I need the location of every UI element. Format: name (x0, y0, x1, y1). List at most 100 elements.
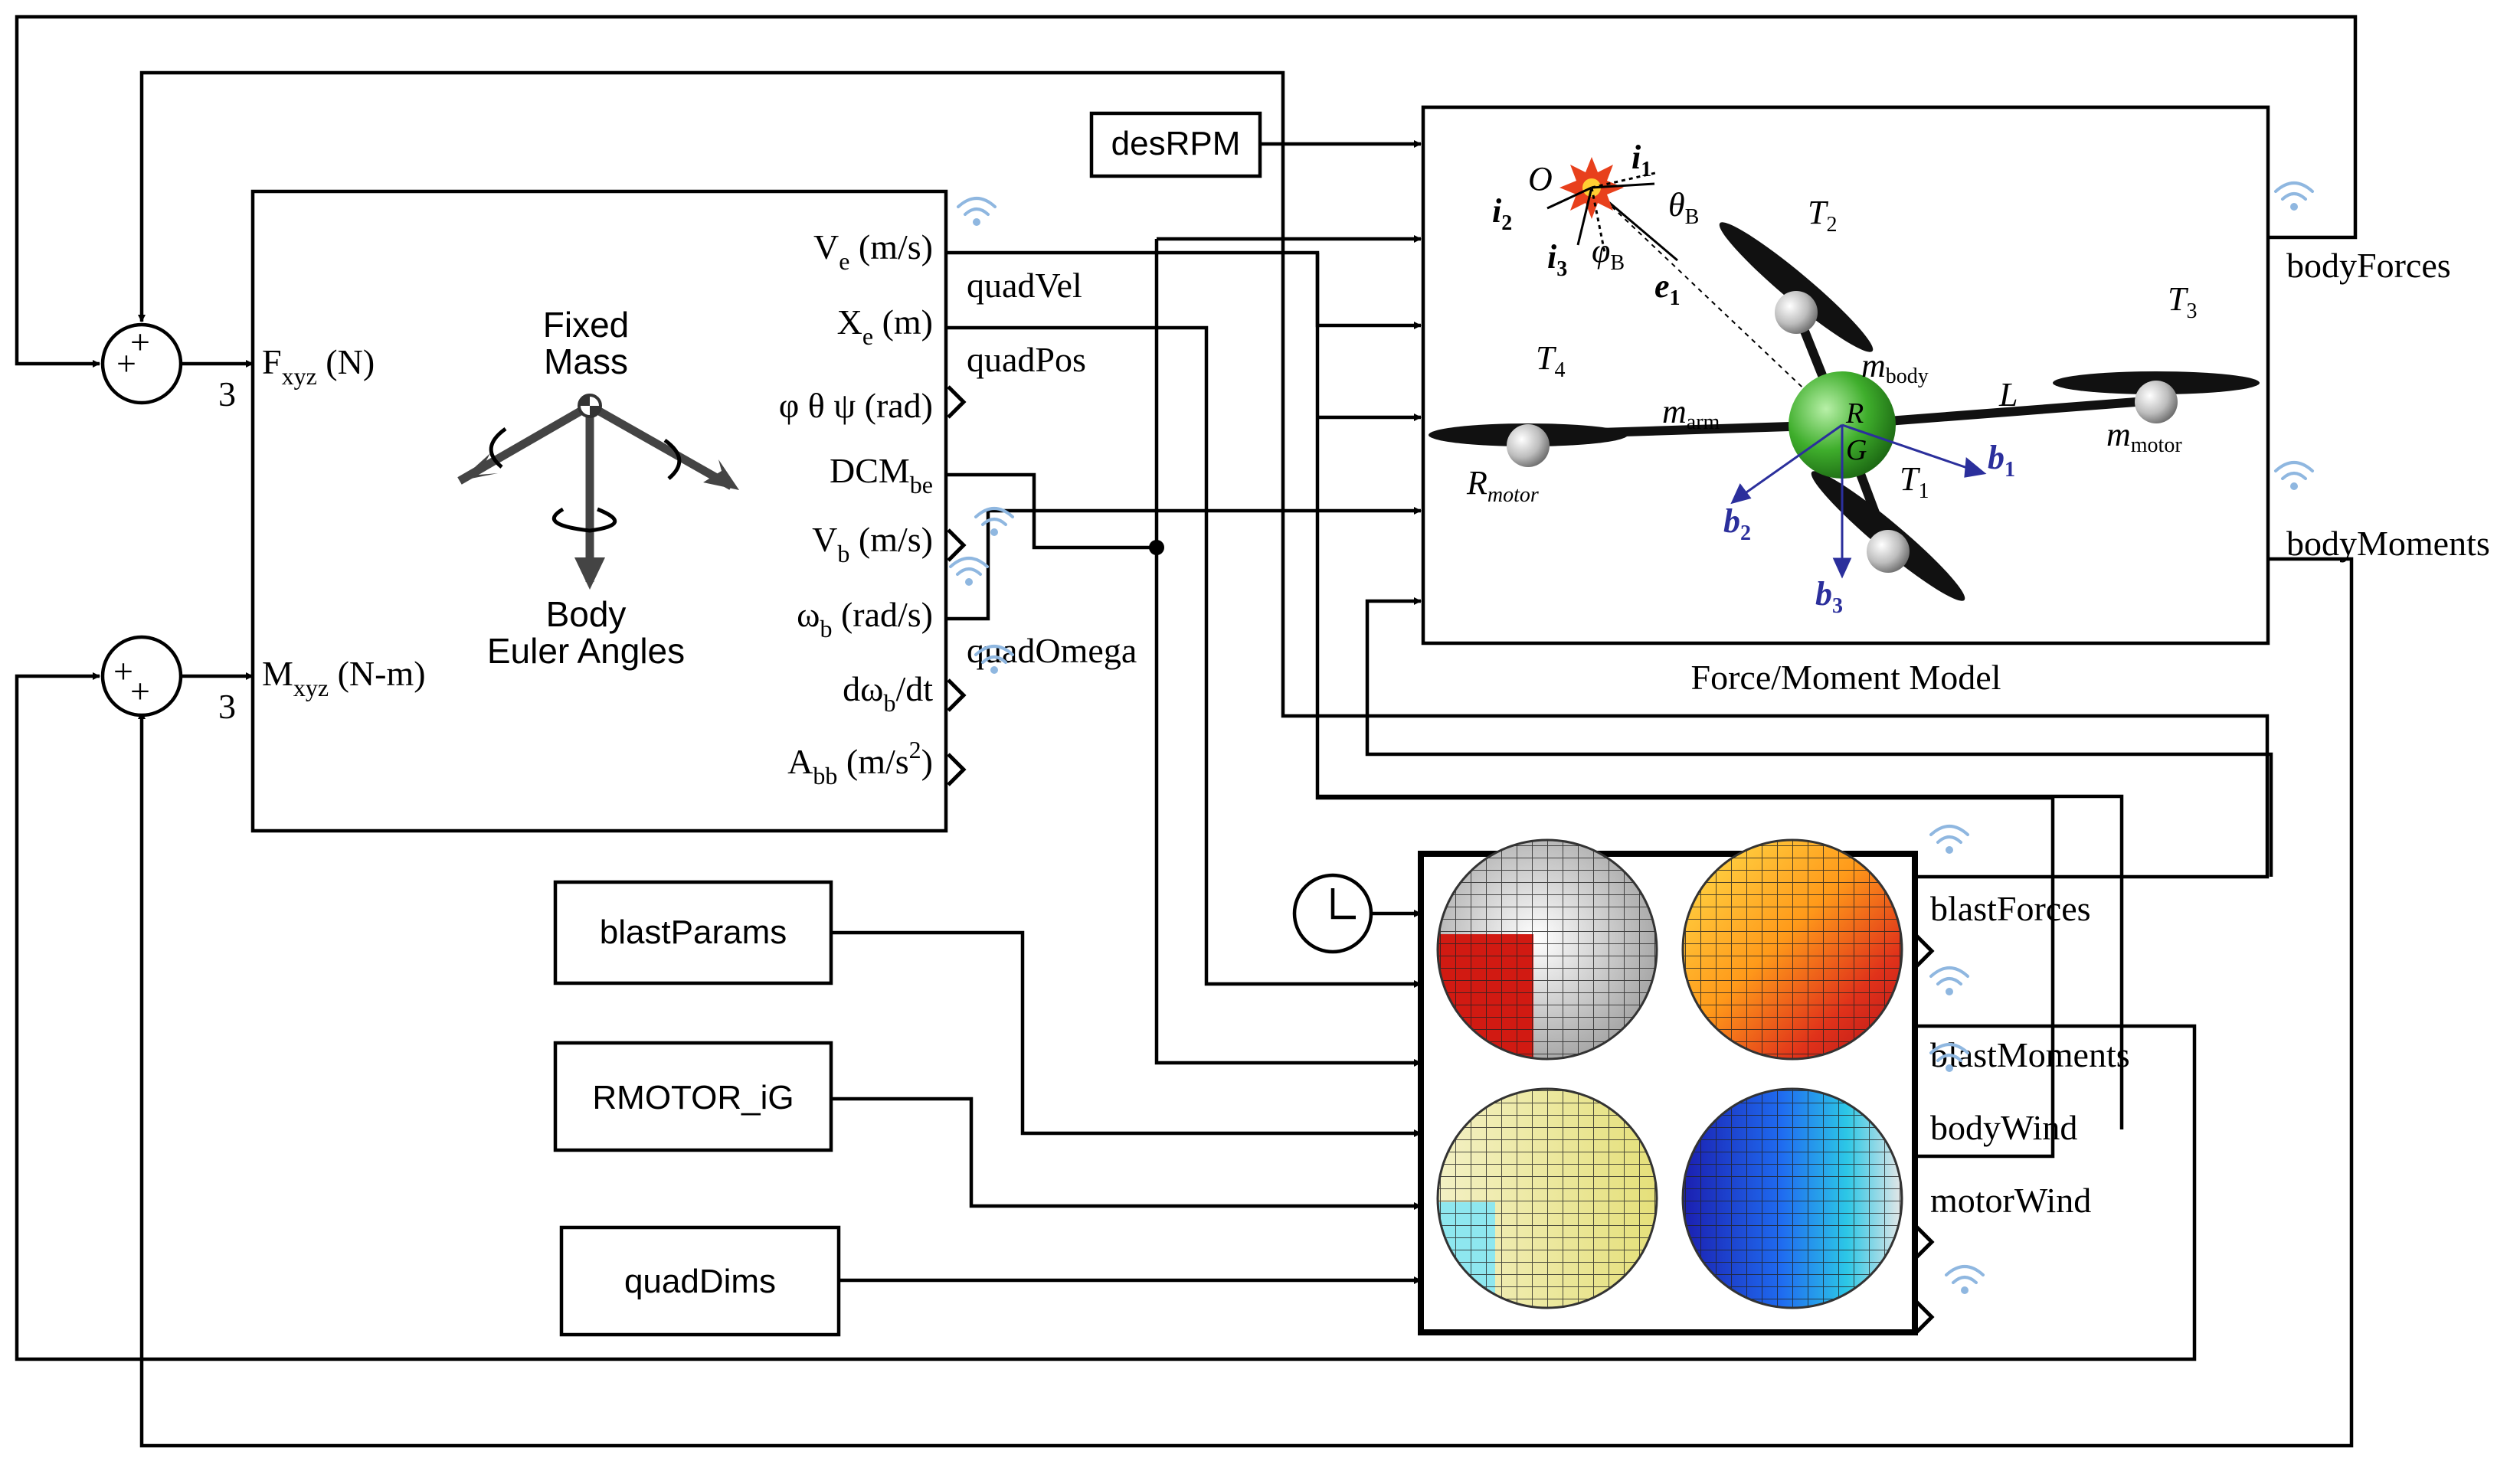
moment-sum-sign-2: + (130, 672, 150, 711)
output-label-abb: Abb (m/s2) (787, 736, 933, 789)
wire-fm-in6[interactable] (1365, 597, 2273, 877)
icon-text-fixed: Fixed (543, 305, 629, 345)
clock-icon (1330, 888, 1356, 920)
wire-rmotor[interactable] (831, 1097, 1422, 1210)
blastparams-label: blastParams (600, 914, 787, 951)
signal-label-bodymoments: bodyMoments (2286, 524, 2490, 563)
signal-label-bodywind: bodyWind (1930, 1108, 2077, 1147)
label-i2: i2 (1492, 192, 1512, 235)
label-t1: T1 (1900, 460, 1929, 503)
force-moment-model-block[interactable]: Force/Moment Model (1421, 105, 2270, 697)
wire-bodymoments-feedback[interactable] (138, 557, 2354, 1448)
rotor-2-icon (1719, 222, 1874, 352)
label-l: L (1998, 376, 2018, 413)
label-g: G (1846, 434, 1867, 466)
icon-text-body: Body (546, 594, 627, 634)
quaddims-label: quadDims (624, 1263, 776, 1300)
wire-quadpos[interactable] (947, 325, 1422, 988)
fixed-mass-icon: Fixed Mass Body Euler Angles (457, 305, 739, 671)
wire-blastmoments-feedback[interactable] (15, 672, 2197, 1361)
force-moment-caption: Force/Moment Model (1691, 658, 2001, 697)
rmotor-label: RMOTOR_iG (592, 1079, 794, 1116)
blastparams-block[interactable]: blastParams (553, 880, 833, 985)
output-port-vb[interactable] (947, 528, 967, 562)
label-b2: b2 (1723, 502, 1751, 545)
output-label-vb: Vb (m/s) (812, 520, 933, 567)
label-origin: O (1528, 160, 1553, 198)
blast-sphere-1-icon (1438, 840, 1657, 1059)
output-port-abb[interactable] (947, 753, 967, 786)
blast-model-block[interactable] (1418, 838, 1935, 1335)
wire-blastparams[interactable] (831, 930, 1422, 1137)
label-r: R (1845, 397, 1864, 430)
signal-label-quadpos: quadPos (967, 340, 1086, 379)
output-label-omega: ωb (rad/s) (797, 595, 933, 642)
output-label-xe: Xe (m) (837, 302, 933, 350)
blast-sphere-2-icon (1683, 840, 1902, 1059)
force-dimension-label: 3 (218, 374, 236, 413)
label-t2: T2 (1808, 194, 1837, 237)
signal-label-quadomega: quadOmega (967, 631, 1137, 670)
input-label-fxyz: Fxyz (N) (262, 342, 375, 390)
wires (15, 15, 2358, 1448)
blast-sphere-4-icon (1683, 1089, 1902, 1308)
output-port-domega[interactable] (947, 678, 967, 712)
signal-log-icon (2274, 181, 2314, 211)
signal-label-quadvel: quadVel (967, 266, 1082, 305)
signal-log-icon (2274, 461, 2314, 490)
label-mmotor: mmotor (2106, 416, 2182, 457)
clock-block[interactable] (1292, 873, 1373, 954)
force-sum-block[interactable]: + + 3 (100, 322, 236, 413)
label-mbody: mbody (1861, 347, 1929, 388)
wire-bodywind[interactable] (1915, 796, 2118, 1129)
moment-sum-sign-1: + (113, 652, 133, 691)
output-label-dcm: DCMbe (830, 451, 933, 498)
label-phi: φB (1592, 232, 1625, 275)
signal-label-bodyforces: bodyForces (2286, 246, 2451, 285)
signal-log-icon (974, 645, 1014, 674)
output-label-ve: Ve (m/s) (813, 227, 933, 275)
signal-log-icon (949, 557, 989, 586)
label-e1: e1 (1654, 267, 1681, 310)
input-label-mxyz: Mxyz (N-m) (262, 654, 426, 701)
label-rmotor: Rmotor (1466, 464, 1539, 507)
label-i3: i3 (1547, 238, 1567, 281)
signal-log-icons (949, 181, 2314, 1294)
desrpm-label: desRPM (1111, 125, 1241, 162)
output-port-extra[interactable] (1915, 1300, 1935, 1334)
force-sum-sign-1: + (116, 344, 136, 383)
force-sum-sign-2: + (130, 322, 150, 361)
signal-log-icon (957, 197, 997, 226)
label-theta: θB (1668, 186, 1699, 229)
signal-log-icon (974, 507, 1014, 536)
rmotor-block[interactable]: RMOTOR_iG (553, 1041, 833, 1152)
wire-quadomega[interactable] (947, 507, 1422, 621)
junction-dot (1149, 540, 1164, 555)
signal-log-icon (1945, 1265, 1985, 1294)
output-port-motorwind[interactable] (1915, 1225, 1935, 1259)
quaddims-block[interactable]: quadDims (559, 1225, 841, 1337)
label-i1: i1 (1631, 139, 1651, 181)
label-t3: T3 (2168, 280, 2197, 323)
signal-label-blastforces: blastForces (1930, 889, 2091, 928)
moment-sum-block[interactable]: + + 3 (100, 635, 236, 726)
output-label-domega: dωb/dt (843, 669, 933, 717)
icon-text-mass: Mass (544, 342, 628, 381)
signal-log-icon (1929, 825, 1969, 854)
six-dof-block[interactable]: Fxyz (N) Mxyz (N-m) Fixed Mass Body Eule… (250, 189, 967, 833)
wire-blastforces-feedback[interactable] (138, 70, 2270, 879)
signal-label-motorwind: motorWind (1930, 1181, 2091, 1220)
signal-log-icon (1929, 966, 1969, 995)
icon-text-euler: Euler Angles (487, 631, 685, 671)
wire-fm-in4[interactable] (1317, 794, 2124, 1129)
output-port-blastforces[interactable] (1915, 934, 1935, 968)
output-port-euler[interactable] (947, 385, 967, 419)
wire-quadpos-fm-riser[interactable] (1154, 239, 1422, 1067)
label-b1: b1 (1988, 439, 2015, 482)
moment-dimension-label: 3 (218, 687, 236, 726)
wire-bodyforces-feedback[interactable] (15, 15, 2358, 368)
six-dof-outputs: Ve (m/s) Xe (m) φ θ ψ (rad) DCMbe Vb (m/… (779, 227, 967, 789)
signal-label-blastmoments: blastMoments (1930, 1035, 2130, 1074)
desrpm-block[interactable]: desRPM (1089, 111, 1262, 178)
